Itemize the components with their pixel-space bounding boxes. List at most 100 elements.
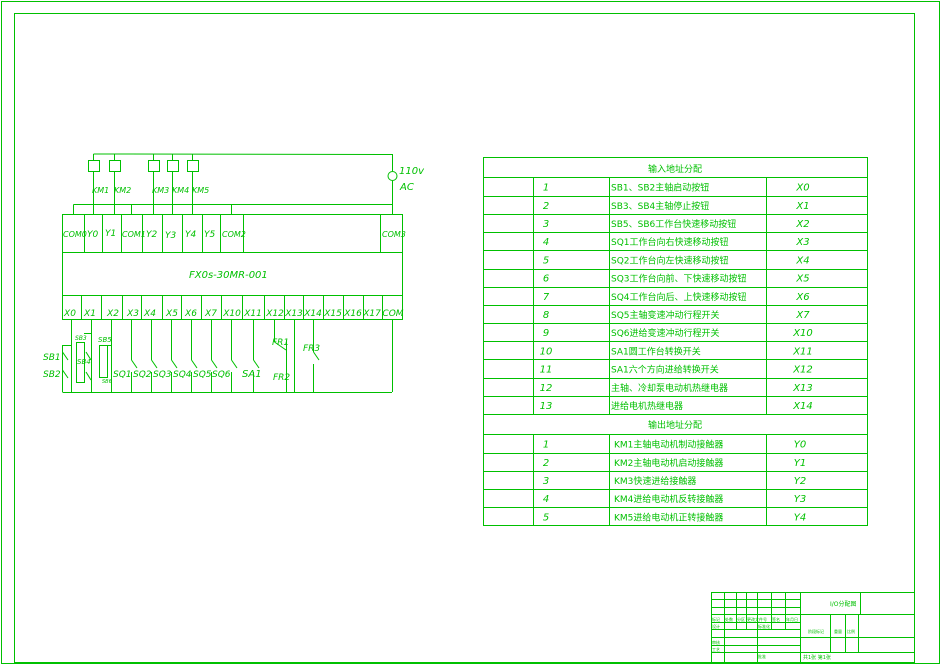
input-row-no: 6 [543,274,549,285]
input-terminal-x3: X3 [126,309,139,319]
input-row-desc: 主轴、冷却泵电动机热继电器 [611,382,728,394]
title-block-c1: 标记 [712,616,720,622]
title-block [711,592,915,663]
switch-label-sq6: SQ6 [212,370,231,380]
output-row-desc: KM5进给电动机正转接触器 [614,511,723,523]
input-row-no: 4 [543,237,549,248]
input-row-no: 11 [540,365,553,376]
input-row-no: 1 [543,183,549,194]
output-row-addr: Y4 [794,512,806,523]
relay-label-km3: KM3 [152,186,169,195]
switch-label-fr3: FR3 [303,344,320,354]
input-terminal-x11: X11 [243,309,262,319]
input-row-desc: SQ4工作台向后、上快速移动按钮 [611,291,747,303]
relay-label-km1: KM1 [92,186,109,195]
input-row-desc: 进给电机热继电器 [611,400,683,412]
input-table-header: 输入地址分配 [648,163,702,175]
relay-coil-km2 [109,160,121,172]
switch-label-sb6: SB6 [102,379,112,385]
plc-body [62,214,403,320]
output-terminal-y1: Y1 [105,229,116,239]
output-row-desc: KM2主轴电动机启动接触器 [614,457,723,469]
input-row-desc: SQ5主轴变速冲动行程开关 [611,309,720,321]
input-terminal-com: COM [382,309,403,319]
relay-label-km4: KM4 [172,186,189,195]
title-block-c7: 设计 [712,623,720,629]
title-block-c11: 比例 [847,628,855,634]
output-terminal-y2: Y2 [146,230,157,240]
switch-label-sq3: SQ3 [153,370,172,380]
input-row-lines [483,177,867,415]
output-terminal-com1: COM1 [122,230,146,239]
input-row-desc: SA1六个方向进给转换开关 [611,364,719,376]
input-terminal-x7: X7 [204,309,217,319]
input-row-addr: X11 [792,346,813,357]
title-block-c8: 标准化 [758,623,770,629]
input-row-addr: X6 [795,292,809,303]
output-row-lines [483,434,867,508]
output-row-addr: Y0 [794,440,806,451]
output-terminal-com3: COM3 [382,230,406,239]
output-terminal-com2: COM2 [222,230,246,239]
input-row-addr: X14 [792,401,813,412]
switch-label-fr2: FR2 [273,373,290,383]
sb5-sb6-bracket [99,345,108,378]
switch-label-sb2: SB2 [43,370,61,380]
input-terminal-x14: X14 [303,309,322,319]
input-terminal-x12: X12 [265,309,284,319]
input-row-addr: X13 [792,383,813,394]
relay-coil-km4 [167,160,179,172]
title-block-c2: 处数 [725,616,733,622]
input-row-addr: X0 [795,183,809,194]
output-row-addr: Y3 [794,494,806,505]
input-row-addr: X5 [795,274,809,285]
input-row-no: 10 [540,346,553,357]
output-terminal-y0: Y0 [87,230,98,240]
switch-label-sb4: SB4 [77,358,91,366]
output-terminal-y5: Y5 [204,230,215,240]
power-type-label: AC [399,182,414,193]
title-block-c14: 批准 [758,653,766,659]
output-row-desc: KM1主轴电动机制动接触器 [614,439,723,451]
input-row-desc: SQ1工作台向右快速移动按钮 [611,236,729,248]
sb3-sb4-bracket [76,342,85,383]
input-row-addr: X10 [792,328,813,339]
switch-label-sb3: SB3 [75,335,87,342]
input-terminal-x10: X10 [222,309,241,319]
input-row-no: 9 [543,328,549,339]
title-block-c4: 更改文件号 [747,616,767,622]
input-row-addr: X7 [795,310,810,321]
relay-coil-km1 [88,160,100,172]
title-block-title: I/O分配图 [830,600,857,608]
input-terminal-x6: X6 [184,309,197,319]
switch-label-sb5: SB5 [98,336,112,344]
input-row-no: 2 [543,201,549,212]
output-row-no: 2 [543,458,549,469]
input-terminal-x2: X2 [106,309,119,319]
plc-model-label: FX0s-30MR-001 [189,270,268,281]
output-terminal-y3: Y3 [165,231,176,241]
relay-coil-km5 [187,160,199,172]
title-block-c5: 签名 [772,616,780,622]
title-block-c9: 阶段标记 [808,628,824,634]
title-block-c15: 共1张 第1张 [803,654,831,661]
output-row-addr: Y1 [794,458,806,469]
title-block-c3: 分区 [737,616,745,622]
input-terminal-x0: X0 [63,309,76,319]
input-row-no: 12 [540,383,553,394]
input-terminal-x15: X15 [323,309,342,319]
power-voltage-label: 110v [399,166,425,177]
input-row-desc: SB5、SB6工作台快速移动按钮 [611,218,736,230]
input-row-desc: SA1圆工作台转换开关 [611,345,701,357]
relay-coil-km3 [148,160,160,172]
ac-source-symbol [387,171,398,181]
output-row-desc: KM4进给电动机反转接触器 [614,493,723,505]
output-row-addr: Y2 [794,476,806,487]
title-block-c12: 审核 [712,639,720,645]
output-row-desc: KM3快速进给接触器 [614,475,696,487]
input-terminal-x17: X17 [362,309,381,319]
